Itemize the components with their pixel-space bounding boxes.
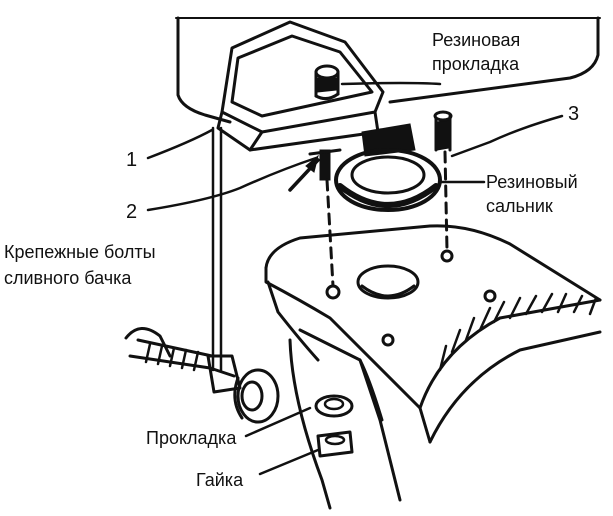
label-mounting-bolts-line2: сливного бачка — [4, 268, 132, 288]
labels: Резиновая прокладка 3 1 2 Резиновый саль… — [4, 30, 579, 490]
outlet-shadow — [361, 123, 416, 157]
label-rubber-gasket-line2: прокладка — [432, 54, 520, 74]
label-washer: Прокладка — [146, 428, 237, 448]
bowl-flange — [264, 224, 602, 510]
tank-outlet-block — [216, 20, 385, 152]
bolt-3 — [433, 110, 453, 152]
gasket-bolt-top — [314, 64, 340, 101]
label-rubber-seal-line2: сальник — [486, 196, 553, 216]
dashed-guides — [325, 150, 449, 288]
mounting-bolt-left — [124, 126, 280, 424]
rubber-seal — [334, 148, 442, 212]
label-rubber-gasket-line1: Резиновая — [432, 30, 520, 50]
leaders — [146, 81, 564, 476]
callout-1: 1 — [126, 149, 137, 171]
callout-2: 2 — [126, 201, 137, 223]
callout-3: 3 — [568, 103, 579, 125]
tank — [175, 16, 601, 124]
bolt-2 — [308, 148, 342, 181]
washer-and-nut — [314, 394, 354, 458]
label-rubber-seal-line1: Резиновый — [486, 172, 578, 192]
label-mounting-bolts-line1: Крепежные болты — [4, 242, 156, 262]
label-nut: Гайка — [196, 470, 244, 490]
